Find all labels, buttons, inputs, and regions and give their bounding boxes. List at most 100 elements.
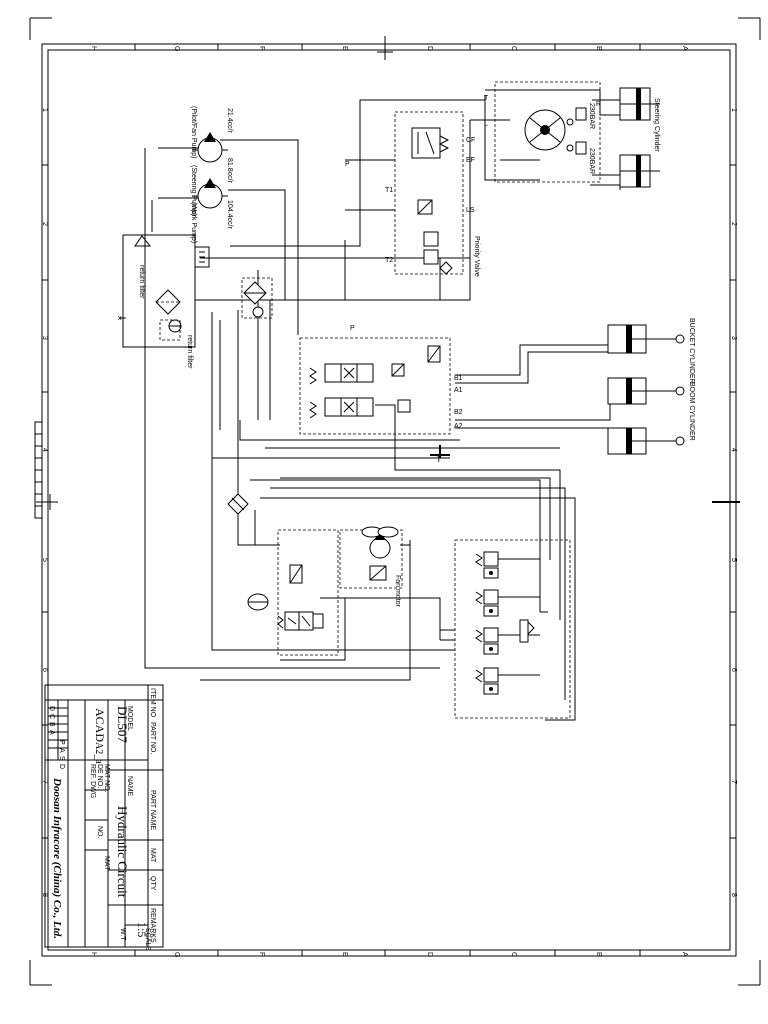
oil-cooler — [227, 493, 249, 515]
svg-text:return filter: return filter — [186, 335, 193, 369]
title-drawing-name: Hydraulic Circuit — [115, 806, 130, 898]
zone-row-right-8: 8 — [730, 893, 737, 897]
title-no: NO. — [96, 826, 103, 839]
fan-motor: Fan motor — [361, 526, 401, 608]
port-label-t2: T2 — [385, 257, 393, 264]
main-control-valve — [309, 345, 441, 419]
svg-text:(Pilot/Fan Pump): (Pilot/Fan Pump) — [190, 106, 197, 159]
zone-col-bottom-C: C — [510, 952, 517, 957]
title-ref-dwg: REF. DWG — [89, 764, 96, 798]
title-file-name: ACAD — [93, 708, 107, 742]
accumulator-valve-envelope — [277, 529, 339, 656]
title-part-no: PART NO. — [149, 722, 156, 754]
zone-row-right-6: 6 — [730, 668, 737, 672]
svg-text:230BAR: 230BAR — [588, 148, 595, 174]
svg-text:return filter: return filter — [138, 265, 145, 299]
zone-col-top-E: E — [341, 46, 348, 51]
port-label-l: L — [484, 121, 488, 128]
port-label-r: R — [596, 101, 601, 108]
steering-cylinders: Steering Cylinder — [619, 87, 660, 188]
port-label-cf: CF — [466, 137, 475, 144]
approval-letter-3: D — [58, 764, 65, 769]
return-label-t: T — [436, 454, 442, 464]
approval-letter-0: P — [58, 740, 65, 745]
port-label-ls: LS — [466, 207, 475, 214]
port-label-a1: A1 — [454, 387, 463, 394]
steering-cylinder-label: Steering Cylinder — [653, 98, 660, 152]
pilot-spool-section — [475, 667, 540, 695]
zone-col-top-G: G — [173, 46, 180, 51]
priority-valve-label: Priority Valve — [473, 236, 480, 277]
pilot-control-valve — [475, 551, 540, 695]
hydraulic-tank: x return filter return filter — [118, 234, 210, 369]
svg-text:x: x — [118, 315, 122, 322]
svg-text:(Work Pump): (Work Pump) — [190, 202, 197, 243]
pilot-spool-section — [475, 627, 540, 655]
approval-rev-C: C — [48, 714, 55, 719]
zone-col-top-A: A — [681, 46, 688, 51]
title-part-name: PART NAME — [149, 790, 156, 830]
zone-row-left-6: 6 — [41, 668, 48, 672]
main-control-valve-envelope — [299, 337, 451, 435]
svg-text:(Steering Pump): (Steering Pump) — [190, 165, 197, 216]
title-scale-label: SCALE — [144, 928, 151, 951]
approval-letter-1: A — [58, 748, 65, 753]
piping — [144, 89, 621, 721]
zone-row-right-3: 3 — [730, 336, 737, 340]
pilot-valve-envelope — [454, 539, 571, 719]
accumulator-valve — [247, 564, 324, 631]
title-qty: QTY — [149, 876, 156, 891]
zone-row-right-2: 2 — [730, 222, 737, 226]
zone-row-left-2: 2 — [41, 222, 48, 226]
steering-unit-envelope — [494, 81, 601, 183]
zone-col-bottom-A: A — [681, 952, 688, 957]
fan-motor-label: Fan motor — [394, 575, 401, 608]
zone-col-bottom-G: G — [173, 952, 180, 957]
svg-text:104.4cc/r: 104.4cc/r — [226, 200, 233, 229]
title-file-suffix: A2_a — [93, 742, 104, 764]
zone-row-left-5: 5 — [41, 558, 48, 562]
zone-col-bottom-F: F — [258, 952, 265, 956]
port-label-b2: B2 — [454, 409, 463, 416]
zone-row-left-1: 1 — [41, 108, 48, 112]
port-label-p: P — [345, 161, 350, 168]
boom-cylinder-label: BOOM CYLINDER — [688, 382, 695, 441]
svg-text:21.4cc/r: 21.4cc/r — [226, 108, 233, 134]
svg-text:81.8cc/r: 81.8cc/r — [226, 158, 233, 184]
zone-col-top-H: H — [90, 46, 97, 51]
approval-rev-A: A — [48, 730, 55, 735]
port-label-ef: EF — [466, 157, 475, 164]
title-mat2: MAT — [103, 856, 110, 871]
title-name-label: NAME — [126, 776, 133, 797]
title-remarks: REMARKS — [149, 908, 156, 943]
port-label-a2: A2 — [454, 423, 463, 430]
zone-row-left-3: 3 — [41, 336, 48, 340]
left-scale-bar — [34, 421, 43, 519]
zone-col-top-C: C — [510, 46, 517, 51]
title-de-no: DE NO. — [96, 764, 103, 788]
approval-rev-B: B — [48, 722, 55, 727]
title-mat-no: MAT NO. — [103, 764, 110, 793]
zone-col-top-D: D — [426, 46, 433, 51]
zone-col-top-B: B — [595, 46, 602, 51]
port-label-b1: B1 — [454, 375, 463, 382]
zone-col-top-F: F — [258, 46, 265, 50]
pumps: (Pilot/Fan Pump) 21.4cc/r (Steering Pump… — [190, 106, 233, 243]
title-wt-label: W.T — [119, 928, 126, 941]
boom-cylinders: BOOM CYLINDER — [607, 377, 695, 455]
zone-col-bottom-B: B — [595, 952, 602, 957]
title-model-label: MODEL — [126, 706, 133, 731]
port-labels: P T L R CF EF LS T1 T2 B1 B2 A1 A2 T P — [345, 95, 601, 464]
approval-letter-2: S — [58, 756, 65, 761]
title-mat: MAT — [149, 848, 156, 863]
zone-col-bottom-H: H — [90, 952, 97, 957]
title-company: Doosan Infracore (China) Co., Ltd. — [51, 777, 63, 939]
approval-rev-D: D — [48, 706, 55, 711]
zone-col-bottom-D: D — [426, 952, 433, 957]
